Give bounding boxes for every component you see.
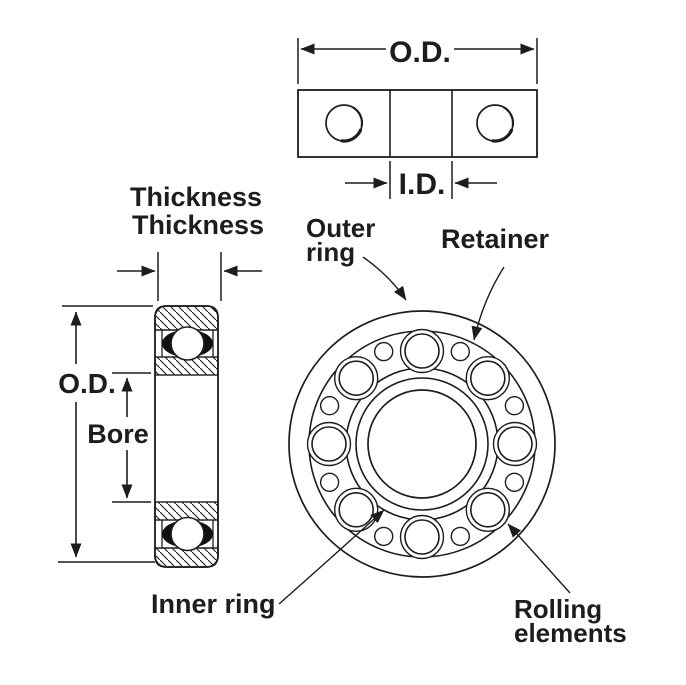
callouts: Outer ring Retainer Inner ring Rolling e…: [151, 213, 627, 648]
retainer-leader-arrow: [471, 266, 505, 341]
ball-shading-arc: [352, 106, 364, 127]
retainer-label: Retainer: [441, 224, 550, 254]
bore-dimension: Bore: [87, 372, 151, 503]
rivet-hole: [374, 341, 394, 362]
bearing-front-view: [288, 310, 556, 578]
retainer-rivet-holes: [319, 341, 525, 547]
inner-ring-outer-circle: [355, 377, 489, 511]
thickness-dimension: [117, 252, 262, 301]
bearing-top-section-outline: [297, 89, 538, 158]
inner-ring-leader-arrow: [278, 509, 385, 605]
od-top-label: O.D.: [389, 36, 451, 69]
rivet-hole: [374, 526, 394, 547]
bearing-side-section: [154, 305, 219, 568]
rolling-element-ball: [338, 360, 375, 397]
rivet-hole: [319, 396, 340, 416]
thickness-label-1: Thickness: [130, 182, 262, 212]
ball-shading-arc: [503, 106, 515, 127]
ball-shading-arc: [491, 128, 514, 143]
rolling-element-ball: [497, 426, 533, 462]
id-dimension: I.D.: [345, 161, 497, 201]
inner-ring-label: Inner ring: [151, 589, 276, 619]
rolling-element-ball: [311, 426, 347, 462]
bore-circle: [367, 389, 477, 499]
rolling-elements: [311, 333, 533, 555]
rolling-element-ball: [404, 519, 440, 555]
rivet-hole: [504, 472, 525, 492]
ball-shading-arc: [340, 128, 363, 143]
ball-side-view-bottom: [170, 516, 205, 552]
outer-ring-leader-arrow: [362, 256, 407, 301]
thickness-label-2: Thickness: [132, 210, 264, 240]
top-section-view: O.D. I.D.: [297, 36, 538, 201]
rivet-hole: [504, 396, 525, 416]
rolling-elements-label-line2: elements: [514, 618, 627, 648]
rivet-hole: [450, 526, 470, 547]
od-left-dimension: O.D.: [58, 305, 155, 563]
outer-ring-label-line2: ring: [306, 237, 355, 267]
side-section-view: Thickness Thickness O.D. Bore: [58, 182, 264, 568]
id-label: I.D.: [399, 168, 446, 201]
bore-label: Bore: [87, 419, 149, 449]
od-top-dimension: O.D.: [297, 36, 538, 84]
rolling-element-ball: [469, 360, 506, 397]
rolling-elements-leader-arrow: [507, 523, 571, 594]
outer-ring-label-line1: Outer: [306, 213, 375, 243]
ball-side-view-top: [170, 326, 205, 361]
od-left-label: O.D.: [58, 368, 116, 399]
rivet-hole: [450, 341, 470, 362]
rolling-element-ball: [469, 491, 506, 528]
outer-ring-outer-circle: [288, 310, 556, 578]
rivet-hole: [319, 472, 340, 492]
rolling-elements-label-line1: Rolling: [514, 594, 602, 624]
rolling-element-ball: [404, 333, 440, 369]
rolling-element-ball: [338, 491, 375, 528]
bearing-side-outline: [154, 305, 219, 568]
